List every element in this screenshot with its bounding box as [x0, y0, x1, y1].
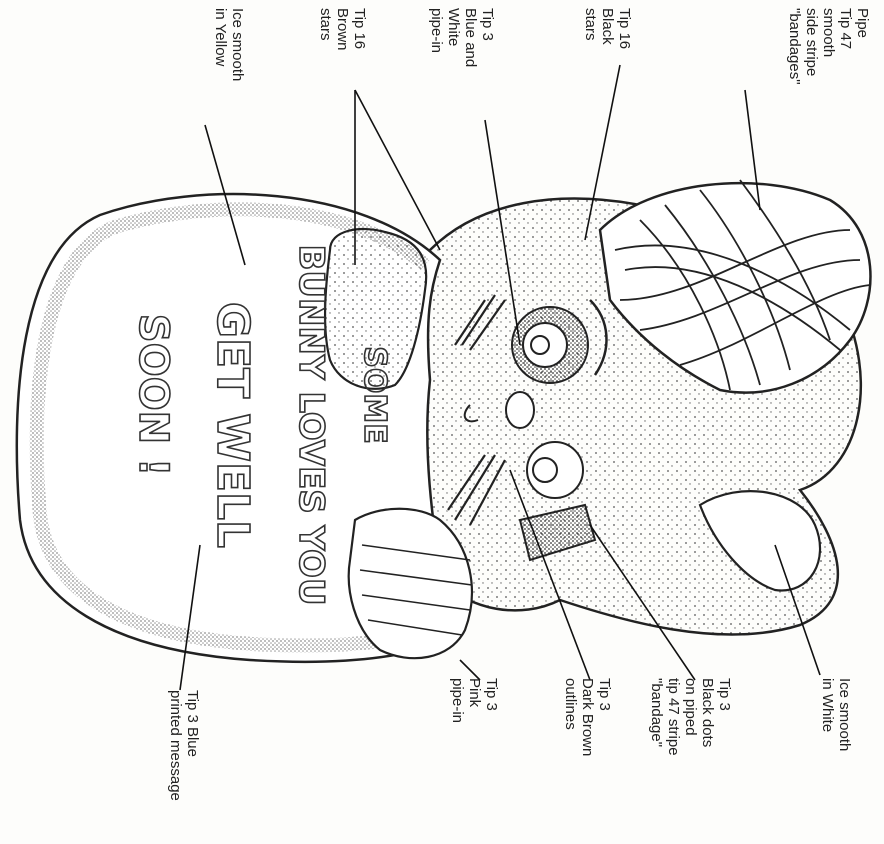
callout-line: smooth [820, 8, 837, 57]
callout-line: White [445, 8, 462, 46]
callout-line: Black dots [699, 678, 716, 747]
eye-left-pupil [531, 336, 549, 354]
callout-line: Black [599, 8, 616, 45]
callout-line: Brown [334, 8, 351, 51]
callout-line: Tip 3 [483, 678, 500, 711]
callout-line: Tip 16 [616, 8, 633, 49]
message-line-2: BUNNY LOVES YOU [291, 244, 331, 605]
callout-line: Pipe [854, 8, 871, 38]
callout-line: Tip 3 [716, 678, 733, 711]
message-line-3: GET WELL [207, 302, 258, 548]
eye-right-pupil [533, 458, 557, 482]
callout-line: Pink [466, 678, 483, 708]
callout-line: Tip 16 [351, 8, 368, 49]
message-line-4: SOON ! [130, 314, 176, 476]
callout-line: Tip 3 [596, 678, 613, 711]
callout-line: stars [317, 8, 334, 41]
callout-line: pipe-in [449, 678, 466, 723]
message-line-1: SOME [357, 346, 392, 443]
nose [506, 392, 534, 428]
callout-line: Tip 47 [837, 8, 854, 49]
callout-line: Dark Brown [579, 678, 596, 756]
callout-line: printed message [167, 690, 184, 801]
callout-line: Ice smooth [836, 678, 853, 751]
callout-line: "bandages" [786, 8, 803, 85]
callout-line: Tip 3 Blue [184, 690, 201, 757]
callout-line: outlines [562, 678, 579, 730]
callout-line: Ice smooth [229, 8, 246, 81]
callout-line: Blue and [462, 8, 479, 67]
callout-line: "bandage" [648, 678, 665, 747]
plaque-message: SOME [357, 346, 392, 443]
callout-line: in White [819, 678, 836, 732]
callout-line: side stripe [803, 8, 820, 76]
callout-line: tip 47 stripe [665, 678, 682, 756]
callout-line: in Yellow [212, 8, 229, 67]
callout-line: pipe-in [428, 8, 445, 53]
callout-line: on piped [682, 678, 699, 736]
callout-line: stars [582, 8, 599, 41]
callout-line: Tip 3 [479, 8, 496, 41]
